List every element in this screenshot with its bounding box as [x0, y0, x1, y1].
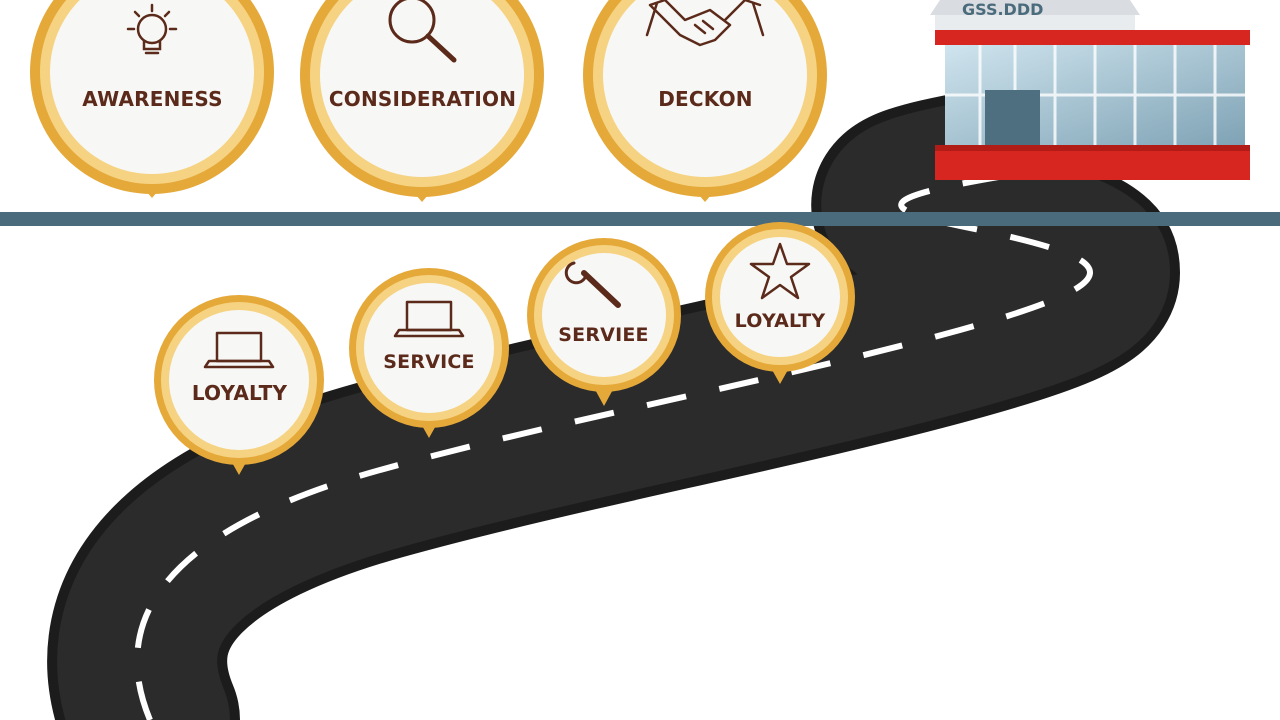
stage-label: LOYALTY — [734, 310, 826, 332]
stage-pin-serviee: SERVIEE — [526, 238, 681, 408]
stage-pin-consideration: CONSIDERATION — [300, 0, 545, 220]
wrench-icon — [564, 261, 621, 308]
lightbulb-icon — [126, 3, 178, 55]
store-sign: GSS.DDD — [962, 0, 1043, 19]
star-icon — [749, 242, 811, 300]
stage-pin-service: SERVICE — [349, 268, 509, 443]
handshake-icon — [645, 0, 765, 47]
stage-label: SERVICE — [383, 351, 475, 373]
magnifier-icon — [388, 0, 457, 63]
stage-pin-loyalty-2: LOYALTY — [705, 222, 855, 387]
laptop-icon — [393, 300, 465, 338]
stage-label: SERVIEE — [558, 324, 649, 346]
stage-pin-loyalty-1: LOYALTY — [153, 295, 326, 480]
stage-label: DECKON — [658, 87, 753, 111]
store-building: GSS.DDD — [930, 0, 1250, 180]
stage-label: AWARENESS — [82, 87, 223, 111]
stage-label: LOYALTY — [191, 381, 288, 405]
stage-label: CONSIDERATION — [328, 87, 517, 111]
stage-pin-decision: DECKON — [583, 0, 828, 220]
stage-pin-awareness: AWARENESS — [30, 0, 275, 220]
laptop-icon — [203, 331, 275, 369]
divider-line — [0, 212, 1280, 226]
